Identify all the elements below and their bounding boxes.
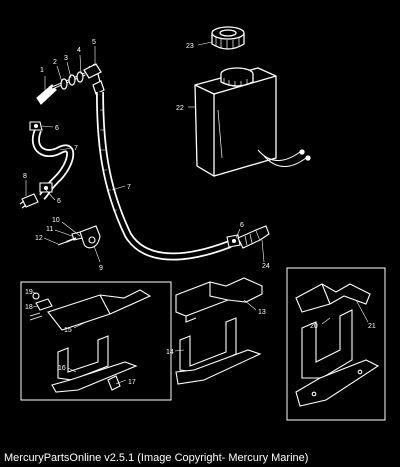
callout-17: 17 [128,379,136,386]
callout-14: 14 [166,349,174,356]
fitting-assembly [36,63,105,105]
fill-cap [211,26,245,50]
mounting-brackets [175,277,263,385]
callout-21: 21 [368,323,376,330]
callout-18: 18 [25,304,33,311]
callout-13: 13 [258,309,266,316]
callout-1: 1 [40,67,44,74]
inset-box-left [20,281,172,401]
leader-lines [25,41,369,385]
callout-3: 3 [64,55,68,62]
connector-fitting [237,225,270,249]
callout-6c: 6 [240,222,244,229]
callout-20: 20 [310,323,318,330]
callout-16: 16 [58,365,66,372]
callout-labels: 1 2 3 4 5 6 7 8 6 7 10 11 12 9 22 23 6 2… [23,39,376,386]
callout-8: 8 [23,173,27,180]
callout-9: 9 [99,265,103,272]
callout-24: 24 [262,263,270,270]
callout-23: 23 [186,43,194,50]
callout-5: 5 [92,39,96,46]
callout-6b: 6 [57,198,61,205]
callout-6a: 6 [55,125,59,132]
callout-7a: 7 [74,145,78,152]
callout-22: 22 [176,105,184,112]
oil-reservoir-tank [194,67,311,177]
hose-clamps [29,121,241,248]
callout-10: 10 [52,217,60,224]
drain-fitting [19,193,39,209]
bracket-clip-assembly [57,225,101,249]
callout-7b: 7 [127,184,131,191]
image-caption: MercuryPartsOnline v2.5.1 (Image Copyrig… [0,450,400,467]
callout-4: 4 [77,47,81,54]
callout-2: 2 [53,59,57,66]
callout-19: 19 [25,289,33,296]
callout-15: 15 [64,327,72,334]
oil-hose [96,91,232,261]
inset-box-right [286,267,386,421]
callout-12: 12 [35,235,43,242]
callout-11: 11 [46,226,53,233]
